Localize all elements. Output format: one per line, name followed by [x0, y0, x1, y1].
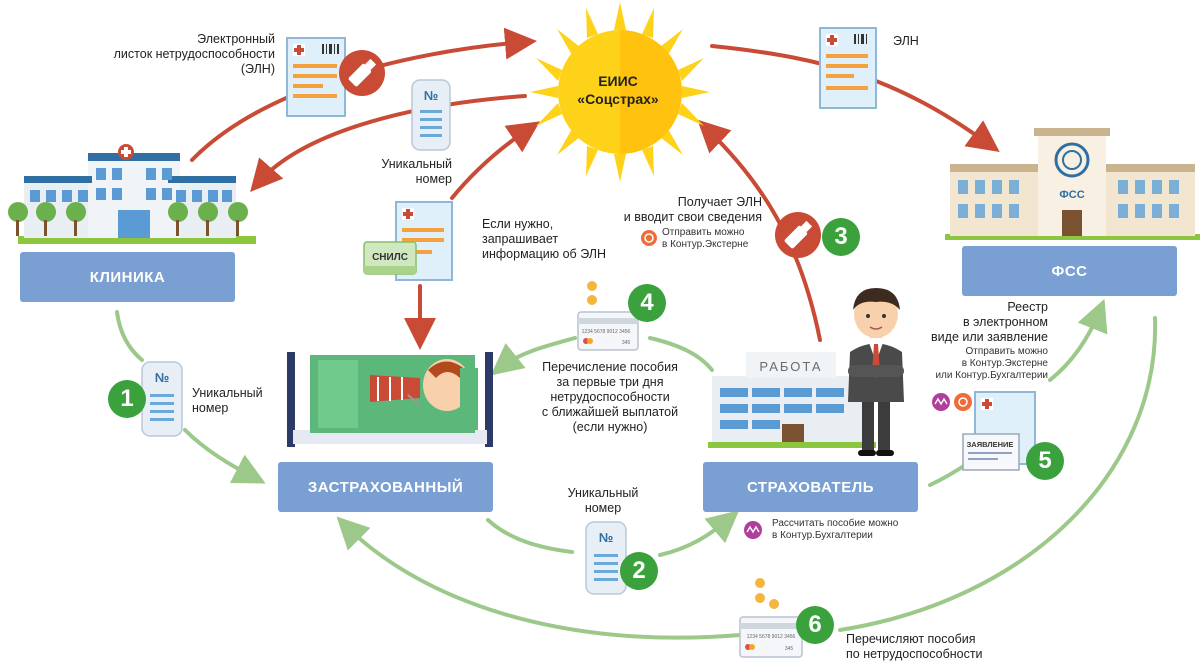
step-3-badge: 3: [822, 218, 860, 256]
kontur-extern-icon-step3: [641, 230, 657, 246]
label-send-extern: Отправить можно в Контур.Экстерне: [662, 227, 749, 250]
label-unique-left: Уникальный номер: [192, 386, 263, 415]
number-sign-bottom: №: [599, 530, 614, 545]
fss-box: ФСС: [962, 246, 1177, 296]
bank-card-4-icon: 1234 5678 9012 3456 345: [577, 281, 639, 351]
eln-document-top-icon: [286, 37, 346, 117]
eiis-label-line2: «Соцстрах»: [577, 91, 659, 107]
insured-box: ЗАСТРАХОВАННЫЙ: [278, 462, 493, 512]
card4-number: 1234 5678 9012 3456: [582, 329, 631, 335]
work-sign-text: РАБОТА: [759, 359, 822, 374]
arrow-fss-to-card6: [838, 316, 1158, 632]
snils-card-icon: СНИЛС: [363, 241, 417, 275]
step-4-badge: 4: [628, 284, 666, 322]
clinic-building-icon: [8, 144, 256, 244]
usb-drive-step3-icon: [775, 212, 821, 258]
number-doc-bottom-icon: №: [585, 521, 627, 595]
arrow-insured-to-eiis: [450, 121, 540, 200]
clinic-box: КЛИНИКА: [20, 252, 235, 302]
kontur-buh-icon-step5: [932, 393, 950, 411]
number-doc-top-icon: №: [411, 79, 451, 151]
kontur-extern-icon-step5: [954, 393, 972, 411]
arrow-number2-to-employer: [658, 510, 740, 557]
label-eln-short: ЭЛН: [893, 34, 919, 48]
arrow-employer-to-eiis: [697, 119, 822, 342]
number-sign-left: №: [155, 370, 170, 385]
label-transfer-fss: Перечисляют пособия по нетрудоспособност…: [846, 632, 983, 661]
arrow-eiis-to-clinic: [250, 94, 527, 193]
fss-building-icon: ФСС: [945, 128, 1200, 240]
label-receives-eln: Получает ЭЛН и вводит свои сведения: [623, 195, 762, 224]
patient-in-bed-icon: [287, 352, 493, 447]
card6-code: 345: [785, 646, 794, 652]
step-1-badge: 1: [108, 380, 146, 418]
eln-document-right-icon: [819, 27, 877, 109]
step-6-badge: 6: [796, 606, 834, 644]
step-2-badge: 2: [620, 552, 658, 590]
statement-text: ЗАЯВЛЕНИЕ: [967, 440, 1014, 449]
arrow-card6-to-insured: [336, 516, 742, 640]
label-if-needed: Если нужно, запрашивает информацию об ЭЛ…: [482, 217, 606, 261]
work-building-icon: РАБОТА: [708, 352, 876, 448]
eiis-label: ЕИИС «Соцстрах»: [553, 72, 683, 108]
label-registry: Реестр в электронном виде или заявление: [931, 300, 1048, 344]
arrow-card4-to-insured: [490, 336, 577, 376]
arrow-statement-to-fss: [1048, 298, 1108, 382]
label-transfer-3days: Перечисление пособия за первые три дня н…: [541, 360, 679, 434]
eiis-label-line1: ЕИИС: [598, 73, 638, 89]
label-send-both: Отправить можно в Контур.Экстерне или Ко…: [935, 346, 1048, 381]
arrow-insured-to-number2: [486, 518, 574, 554]
fss-logo-text: ФСС: [1059, 189, 1084, 201]
employer-man-icon: [848, 288, 904, 456]
label-eln-long: Электронный листок нетрудоспособности (Э…: [113, 32, 275, 76]
statement-document-icon: ЗАЯВЛЕНИЕ: [962, 391, 1036, 471]
employer-box: СТРАХОВАТЕЛЬ: [703, 462, 918, 512]
card4-code: 345: [622, 340, 631, 346]
arrow-clinic-to-number1: [115, 310, 144, 362]
bank-card-6-icon: 1234 5678 9012 3456 345: [739, 578, 803, 658]
label-calc-buh: Рассчитать пособие можно в Контур.Бухгал…: [772, 518, 899, 541]
number-sign-top: №: [424, 88, 439, 103]
usb-drive-icon: [339, 50, 385, 96]
label-unique-top: Уникальный номер: [381, 157, 452, 186]
step-5-badge: 5: [1026, 442, 1064, 480]
arrow-card4-to-work: [648, 336, 714, 372]
label-unique-bottom: Уникальный номер: [567, 486, 639, 515]
arrow-number1-to-insured: [183, 428, 266, 484]
eln-document-middle-icon: [395, 201, 453, 281]
snils-text: СНИЛС: [372, 252, 408, 263]
kontur-buh-icon-employer: [744, 521, 762, 539]
card6-number: 1234 5678 9012 3456: [747, 634, 796, 640]
number-doc-left-icon: №: [141, 361, 183, 437]
sun-icon: [530, 2, 710, 182]
